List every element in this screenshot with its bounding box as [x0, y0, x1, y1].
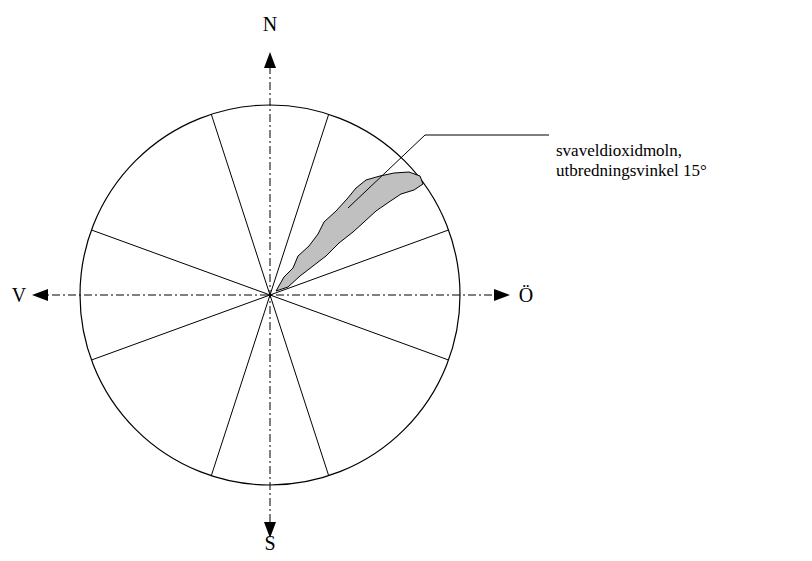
arrowhead: [494, 289, 510, 301]
arrowhead: [264, 52, 276, 68]
callout-label: svaveldioxidmoln, utbredningsvinkel 15°: [556, 141, 756, 182]
axis-line: [270, 66, 271, 524]
axis-line: [36, 295, 504, 296]
compass-direction: Ö: [519, 283, 533, 307]
sulfur-dioxide-plume: [276, 172, 423, 291]
axis-arrowheads: [32, 52, 510, 538]
leader-line: [348, 135, 549, 208]
compass-direction: S: [264, 531, 275, 555]
compass-direction: N: [263, 12, 277, 36]
compass-direction: V: [12, 283, 26, 307]
arrowhead: [32, 289, 48, 301]
